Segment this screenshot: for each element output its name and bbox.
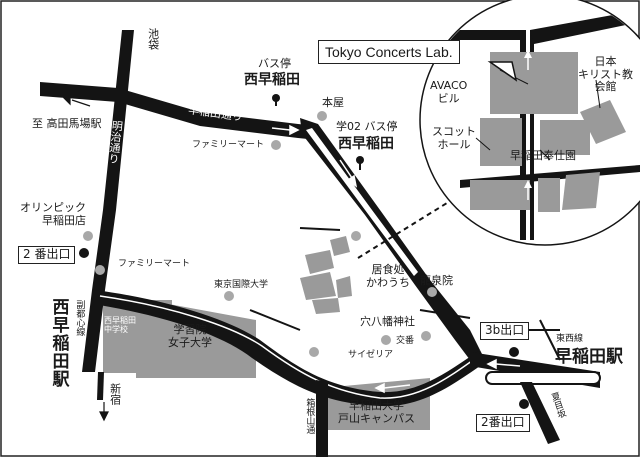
landmark-izakaya: 居食処 かわうち — [366, 263, 410, 289]
landmark-anahachiman: 穴八幡神社 — [360, 315, 415, 328]
inset-scott-hall: スコット ホール — [432, 125, 476, 151]
bus-stop-north-name[interactable]: 西早稲田 — [244, 72, 300, 88]
landmark-familymart-north: ファミリーマート — [192, 140, 265, 150]
nishiwaseda-jhs-block — [103, 305, 136, 373]
direction-takadanobaba: 至 高田馬場駅 — [32, 117, 102, 130]
road-fukutoshin-line: 副都心線 — [74, 300, 85, 336]
hakone-yama-road — [316, 380, 328, 457]
lab-callout-pointer — [487, 61, 518, 82]
waseda-dori-road — [40, 82, 318, 140]
meiji-dori-road — [82, 30, 134, 372]
landmark-tokyo-kokusai: 東京国際大学 — [214, 280, 269, 290]
inset-christ-church: 日本 キリスト教 会館 — [578, 55, 633, 94]
bus-stop-center-name[interactable]: 西早稲田 — [338, 136, 394, 152]
exit2-west-dot — [79, 248, 89, 258]
natsume-zaka-road — [520, 382, 560, 444]
inset-connector — [357, 189, 469, 259]
southern-road — [93, 290, 486, 407]
block-e — [330, 236, 350, 256]
landmark-ryusenin: 龍泉院 — [420, 274, 453, 287]
landmark-dots — [83, 111, 437, 357]
exit2-east-label[interactable]: 2番出口 — [476, 414, 530, 432]
landmark-honya: 本屋 — [322, 96, 344, 109]
landmark-gakushuin: 学習院 女子大学 — [168, 323, 212, 349]
christ-church-building — [580, 100, 626, 144]
landmark-koban: 交番 — [396, 336, 415, 346]
inset-hoshien: 早稲田奉仕園 — [510, 149, 576, 162]
scott-hall-building — [480, 118, 522, 166]
direction-shinjuku: 新宿 — [108, 383, 122, 405]
station-waseda[interactable]: 早稲田駅 — [555, 347, 623, 367]
southern-road-lane — [99, 295, 477, 399]
bus-stop-north-caption: バス停 — [258, 57, 291, 70]
landmark-toyama-campus: 早稲田大学 戸山キャンパス — [338, 399, 415, 425]
exit3b-dot — [509, 347, 519, 357]
landmark-nishiwaseda-jhs: 西早稲田中学校 — [104, 316, 136, 335]
bus-stop-center-caption: 学02 バス停 — [336, 120, 398, 133]
landmark-saizeriya: サイゼリア — [348, 350, 394, 360]
exit2-west-label[interactable]: 2 番出口 — [18, 246, 76, 264]
exit2-east-dot — [519, 399, 529, 409]
waseda-station-platform — [485, 371, 601, 385]
inset-lab-name[interactable]: Tokyo Concerts Lab. — [318, 40, 460, 64]
block-a — [305, 250, 334, 274]
station-nishiwaseda[interactable]: 西早稲田駅 — [48, 298, 69, 388]
side-road-5 — [539, 319, 561, 361]
side-road-1 — [299, 227, 341, 231]
road-hakone-yama: 箱根山通 — [304, 398, 315, 434]
route-arrows — [169, 124, 521, 394]
side-road-3 — [419, 309, 471, 319]
exit3b-label[interactable]: 3b出口 — [480, 322, 530, 340]
station-waseda-line: 東西線 — [556, 334, 584, 344]
landmark-olympic: オリンピック 早稲田店 — [20, 201, 86, 227]
inset-avaco: AVACO ビル — [430, 79, 468, 105]
inset-circle-group — [419, 0, 640, 246]
meiji-dori-south — [97, 372, 104, 400]
bus-stop-center-marker — [356, 156, 364, 170]
landmark-familymart-south: ファミリーマート — [118, 259, 191, 269]
block-b — [300, 272, 336, 300]
side-road-2 — [249, 309, 301, 331]
block-d — [336, 276, 352, 298]
direction-arrows — [62, 95, 109, 422]
bus-stop-north-marker — [272, 94, 280, 106]
block-c — [312, 298, 340, 314]
direction-ikebukuro: 池袋 — [146, 28, 160, 50]
